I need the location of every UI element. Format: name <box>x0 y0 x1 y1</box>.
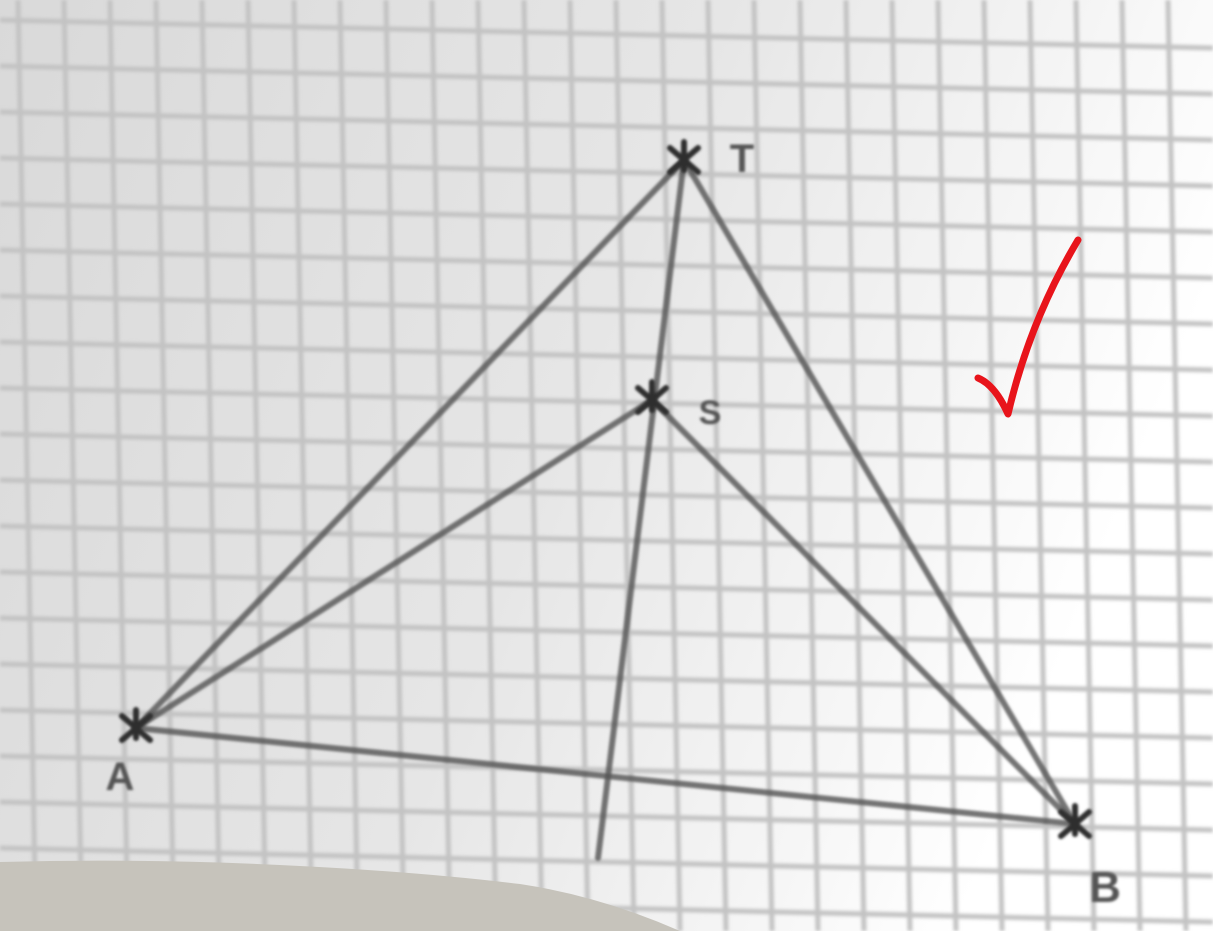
checkmark-icon <box>974 236 1082 418</box>
grid-line-horizontal <box>0 661 1213 695</box>
grid-line-vertical <box>61 0 85 932</box>
point-label-B: B <box>1089 863 1121 912</box>
segment-TS <box>595 157 687 861</box>
grid-line-vertical <box>291 0 315 932</box>
grid-line-vertical <box>521 0 545 932</box>
grid-line-horizontal <box>0 63 1213 97</box>
grid-line-vertical <box>107 0 131 932</box>
grid-line-horizontal <box>0 339 1213 373</box>
grid-line-horizontal <box>0 109 1213 143</box>
grid-line-vertical <box>429 0 453 932</box>
grid-line-horizontal <box>0 477 1213 511</box>
grid-line-vertical <box>1165 0 1189 932</box>
grid-line-horizontal <box>0 523 1213 557</box>
grid-line-horizontal <box>0 707 1213 741</box>
grid-line-vertical <box>245 0 269 932</box>
point-marker-A <box>119 707 153 743</box>
grid-line-vertical <box>1119 0 1143 932</box>
segment-TB <box>681 157 1078 827</box>
grid-line-vertical <box>1073 0 1097 932</box>
grid-line-vertical <box>659 0 683 932</box>
segment-AT <box>133 157 687 731</box>
segment-SB <box>649 397 1078 827</box>
grid-line-horizontal <box>0 17 1213 51</box>
point-label-T: T <box>730 137 754 181</box>
grid-line-horizontal <box>0 293 1213 327</box>
point-marker-S <box>635 379 669 415</box>
grid-line-horizontal <box>0 799 1213 833</box>
grid-line-horizontal <box>0 247 1213 281</box>
grid-line-horizontal <box>0 569 1213 603</box>
grid-line-horizontal <box>0 845 1213 879</box>
point-labels-layer: T S A B <box>106 137 1121 912</box>
grid-line-horizontal <box>0 155 1213 189</box>
point-marker-T <box>667 139 701 175</box>
point-markers-layer <box>119 139 1092 839</box>
grid-line-vertical <box>475 0 499 932</box>
grid-line-vertical <box>337 0 361 932</box>
point-marker-B <box>1058 803 1092 839</box>
grid-line-horizontal <box>0 615 1213 649</box>
torn-paper-edge <box>0 860 680 931</box>
grid-line-horizontal <box>0 201 1213 235</box>
grid-line-vertical <box>153 0 177 932</box>
grid-line-vertical <box>199 0 223 932</box>
segment-AS <box>133 397 655 731</box>
segments-layer <box>133 157 1078 861</box>
point-label-S: S <box>699 394 722 432</box>
point-label-A: A <box>106 755 135 799</box>
grid-line-vertical <box>15 0 39 932</box>
grid-line-vertical <box>981 0 1005 932</box>
grid-line-vertical <box>383 0 407 932</box>
grid-line-horizontal <box>0 431 1213 465</box>
